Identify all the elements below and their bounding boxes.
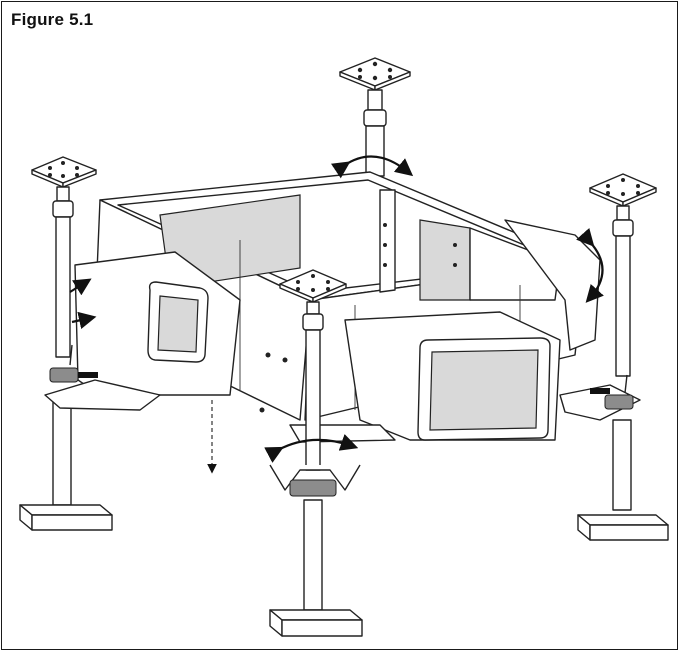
clamp-right — [590, 374, 634, 410]
figure-title: Figure 5.1 — [11, 10, 94, 29]
clamp-left — [49, 344, 98, 383]
jack-stand-back — [339, 57, 411, 177]
jack-stand-left — [19, 156, 113, 531]
rotate-arrow-right — [576, 227, 604, 303]
rotation-arrows — [69, 155, 604, 474]
rotate-arrow-front — [264, 434, 359, 463]
jack-stand-right — [577, 173, 669, 541]
duct-left — [74, 251, 241, 396]
top-plate — [31, 156, 97, 184]
push-arrow-lower — [71, 311, 97, 329]
duct-front — [344, 311, 561, 441]
push-arrow-upper — [69, 278, 92, 296]
rotate-arrow-top — [330, 155, 414, 179]
